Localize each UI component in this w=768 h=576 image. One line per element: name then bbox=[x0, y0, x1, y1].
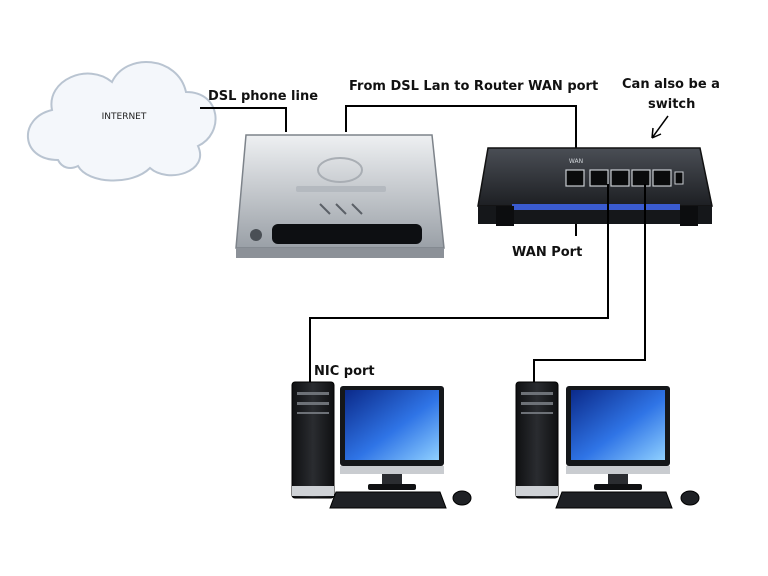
switch-arrow-icon bbox=[651, 115, 669, 139]
computer-1 bbox=[291, 381, 472, 509]
router: WAN bbox=[477, 147, 713, 226]
cloud-icon bbox=[26, 61, 217, 182]
switch-note-line1: Can also be a bbox=[622, 77, 720, 92]
pc2-keyboard bbox=[555, 491, 673, 509]
dsl-modem bbox=[235, 134, 445, 258]
svg-text:WAN: WAN bbox=[569, 158, 583, 165]
router-to-pc2-wire bbox=[533, 184, 646, 384]
internet-label: INTERNET bbox=[102, 112, 147, 122]
wan-port-label: WAN Port bbox=[512, 245, 582, 260]
pc2-mouse-icon bbox=[680, 490, 700, 506]
nic-port-label: NIC port bbox=[314, 364, 375, 379]
wan-port-icon bbox=[565, 169, 585, 187]
pc1-tower bbox=[291, 381, 335, 499]
router-to-pc1-wire bbox=[309, 184, 609, 384]
internet-cloud: INTERNET bbox=[26, 61, 217, 182]
router-ports bbox=[565, 169, 684, 187]
modem-logo-icon bbox=[250, 229, 262, 241]
pc1-keyboard bbox=[329, 491, 447, 509]
dsl-phone-line-wire bbox=[200, 107, 287, 132]
computer-2 bbox=[515, 381, 700, 509]
dsl-phone-line-label: DSL phone line bbox=[208, 89, 318, 104]
dsl-to-router-label: From DSL Lan to Router WAN port bbox=[349, 79, 598, 94]
pc2-tower bbox=[515, 381, 559, 499]
pc1-mouse-icon bbox=[452, 490, 472, 506]
switch-note-line2: switch bbox=[648, 97, 695, 112]
